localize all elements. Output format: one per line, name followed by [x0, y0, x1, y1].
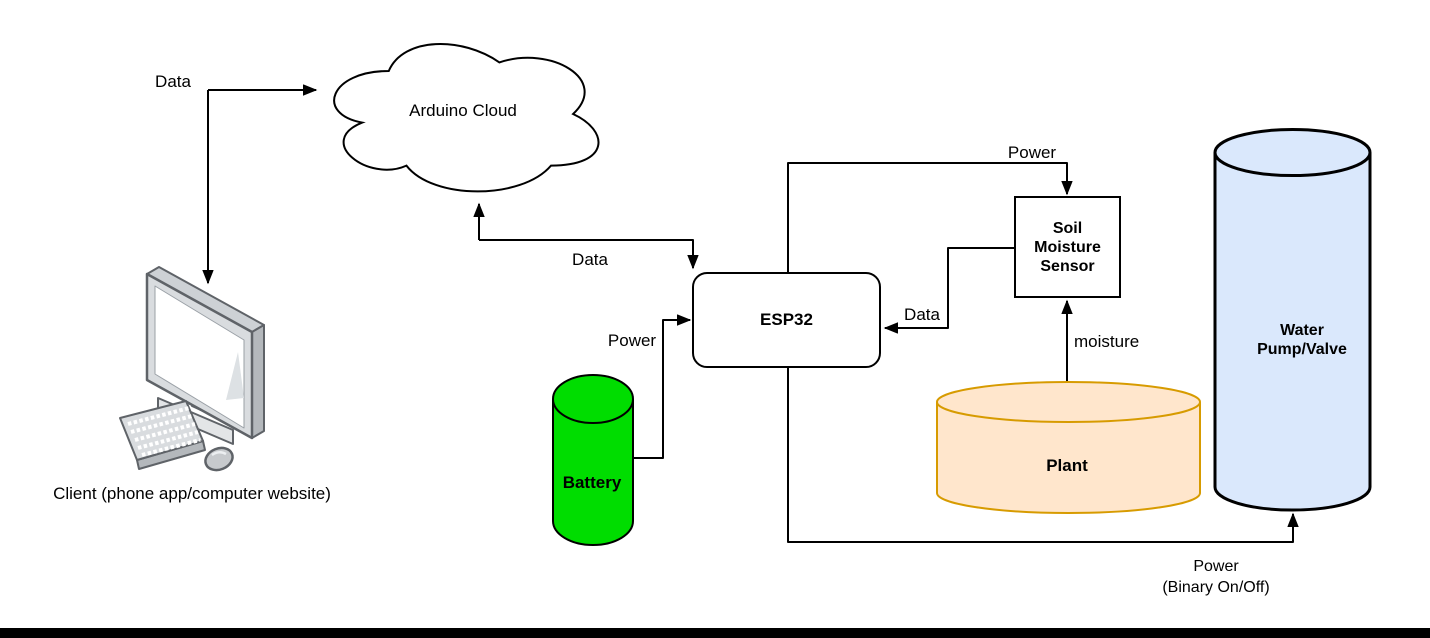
pump-label-line1: Water [1280, 322, 1324, 339]
soil-moisture-sensor-label: Soil Moisture Sensor [1034, 219, 1101, 276]
mouse-icon [204, 446, 234, 472]
edge-esp32-pump [787, 367, 1293, 543]
pump-power-label-line1: Power [1193, 558, 1239, 575]
connectors [208, 90, 1293, 543]
water-pump-label: Water Pump/Valve [1257, 321, 1347, 359]
edge-label-plant-sensor-moisture: moisture [1074, 332, 1140, 351]
pump-label-line2: Pump/Valve [1257, 341, 1347, 358]
sensor-label-line3: Sensor [1040, 258, 1095, 275]
edge-esp32-sensor [787, 162, 1067, 273]
edge-cloud-esp32 [479, 204, 693, 268]
edge-label-esp32-sensor-power: Power [1007, 143, 1057, 162]
sensor-label-line1: Soil [1052, 220, 1083, 237]
plant-label: Plant [1046, 456, 1088, 475]
sensor-label-line2: Moisture [1034, 239, 1101, 256]
edge-label-client-cloud-data: Data [155, 72, 191, 91]
arduino-cloud-label: Arduino Cloud [409, 101, 517, 120]
edge-battery-esp32 [633, 320, 690, 459]
battery-cylinder [552, 374, 634, 546]
soil-moisture-sensor-box [1014, 196, 1121, 298]
monitor-icon [145, 266, 265, 440]
bottom-bar [0, 628, 1430, 638]
edge-sensor-esp32 [885, 247, 1015, 328]
edge-label-cloud-esp32-data: Data [572, 250, 608, 269]
water-pump-cylinder [1213, 128, 1372, 512]
edge-label-sensor-esp32-data: Data [904, 305, 940, 324]
plant-cylinder [936, 381, 1201, 514]
client-computer-icon [119, 266, 265, 472]
esp32-label: ESP32 [760, 310, 813, 329]
arduino-cloud-shape [333, 43, 600, 193]
edge-label-esp32-pump-power: Power (Binary On/Off) [1162, 556, 1269, 598]
client-label: Client (phone app/computer website) [53, 484, 331, 503]
esp32-box [692, 272, 881, 368]
keyboard-icon [119, 400, 206, 470]
edge-client-cloud [208, 90, 316, 283]
pump-power-label-line2: (Binary On/Off) [1162, 579, 1270, 596]
battery-label: Battery [562, 473, 622, 492]
edge-label-battery-esp32-power: Power [607, 331, 657, 350]
